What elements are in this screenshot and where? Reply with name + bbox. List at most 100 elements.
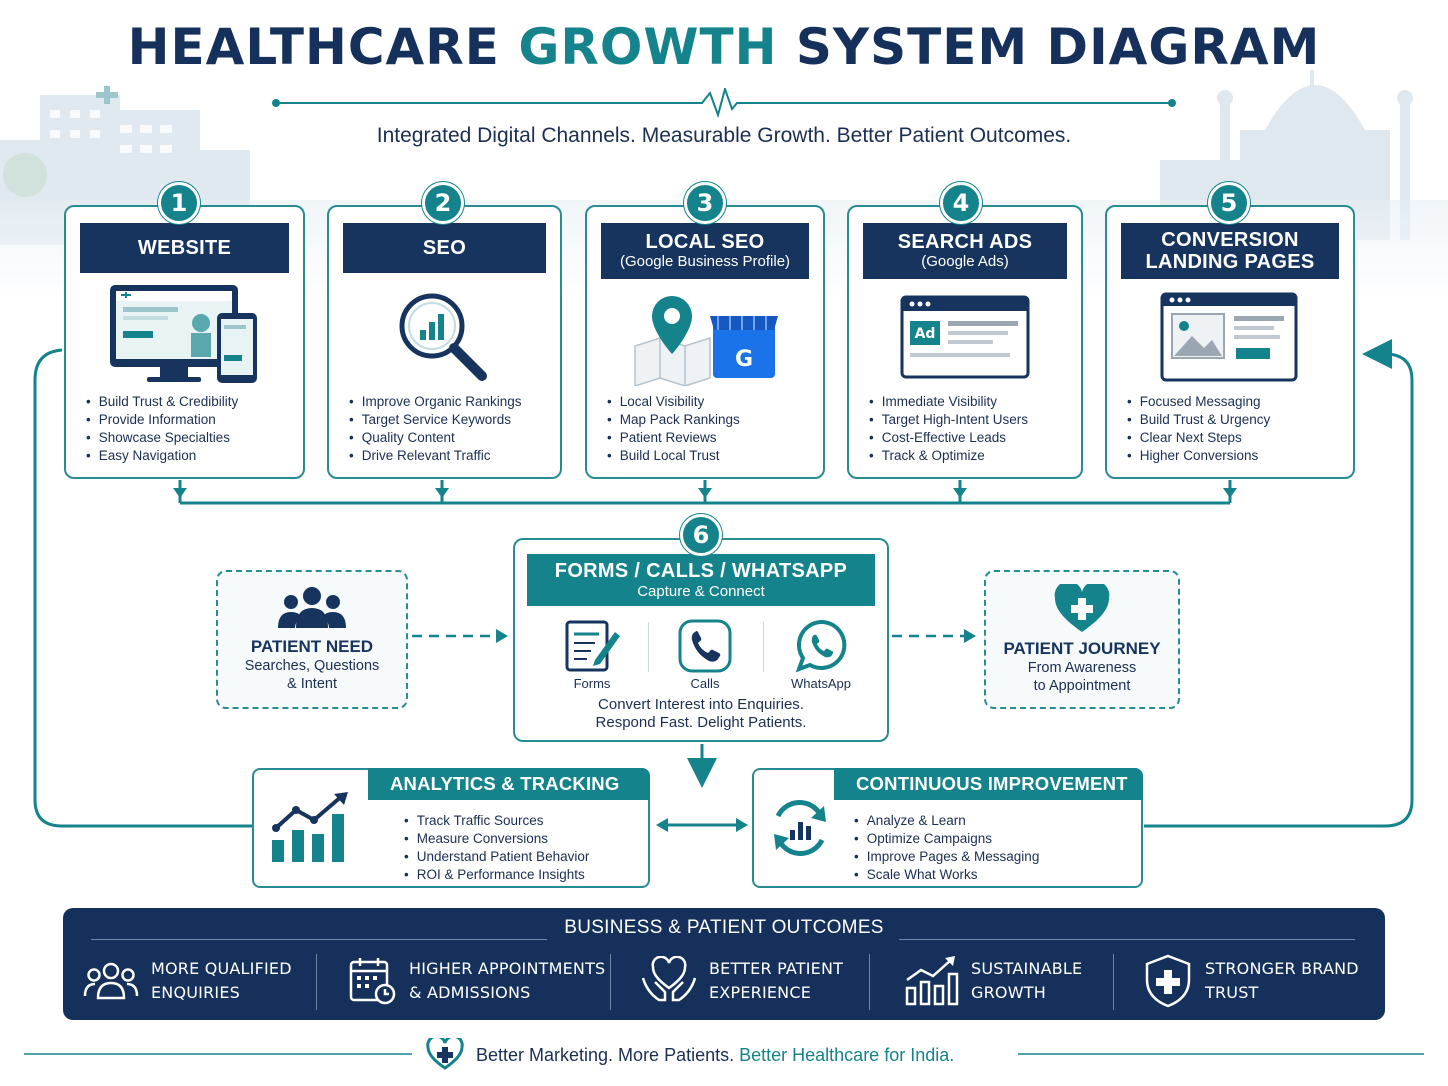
search-ad-icon: Ad [849, 283, 1081, 388]
refresh-cycle-icon [764, 792, 836, 869]
list-item: Improve Organic Rankings [349, 393, 522, 411]
divider [763, 622, 764, 672]
patient-journey-line2: to Appointment [1033, 678, 1131, 694]
hub-tagline-1: Convert Interest into Enquiries. [598, 696, 804, 713]
list-item: Improve Pages & Messaging [854, 848, 1040, 866]
capture-hub[interactable]: FORMS / CALLS / WHATSAPP Capture & Conne… [513, 538, 889, 742]
footer-text: Better Marketing. More Patients. Better … [476, 1045, 954, 1066]
list-item: Cost-Effective Leads [869, 429, 1028, 447]
hub-item-label: Forms [573, 676, 611, 691]
patient-need-line1: Searches, Questions [244, 658, 380, 674]
card-header: SEO [343, 223, 546, 273]
outcome-line1: STRONGER BRAND [1205, 959, 1359, 978]
step-number-3: 3 [684, 182, 726, 224]
list-item: Optimize Campaigns [854, 830, 1039, 848]
heart-hands-icon [641, 956, 697, 1002]
people-group-icon [218, 584, 406, 637]
improvement-panel[interactable]: CONTINUOUS IMPROVEMENT Analyze & Learn O… [752, 768, 1143, 888]
hub-header: FORMS / CALLS / WHATSAPP Capture & Conne… [527, 554, 875, 606]
hub-tagline-2: Respond Fast. Delight Patients. [595, 714, 807, 731]
outcome-line1: BETTER PATIENT [709, 959, 844, 978]
outcome-growth: SUSTAINABLE GROWTH [903, 952, 1082, 1010]
outcome-line2: ENQUIRIES [151, 983, 241, 1002]
list-item: Drive Relevant Traffic [349, 447, 522, 465]
step-number-4: 4 [940, 182, 982, 224]
card-bullets: Local Visibility Map Pack Rankings Patie… [607, 393, 740, 465]
divider [869, 954, 870, 1010]
outcome-line2: GROWTH [971, 983, 1046, 1002]
list-item: Higher Conversions [1127, 447, 1270, 465]
panel-title: CONTINUOUS IMPROVEMENT [834, 768, 1143, 800]
divider [91, 939, 547, 940]
svg-text:Ad: Ad [915, 326, 936, 342]
heartbeat-divider [272, 88, 1176, 118]
card-bullets: Focused Messaging Build Trust & Urgency … [1127, 393, 1271, 465]
hub-item-whatsapp[interactable]: WhatsApp [771, 618, 871, 691]
hub-item-calls[interactable]: Calls [655, 618, 755, 691]
hub-item-forms[interactable]: Forms [542, 618, 642, 691]
channel-card-landing-pages[interactable]: CONVERSION LANDING PAGES Focused Messagi… [1105, 205, 1355, 479]
form-icon [565, 620, 620, 672]
channel-card-local-seo[interactable]: LOCAL SEO (Google Business Profile) G Lo… [585, 205, 825, 479]
magnifier-chart-icon [329, 283, 560, 388]
list-item: Build Trust & Urgency [1127, 411, 1271, 429]
patient-need-line2: & Intent [287, 676, 337, 692]
footer: Better Marketing. More Patients. Better … [0, 1038, 1448, 1070]
list-item: Scale What Works [854, 866, 1039, 884]
outcome-experience: BETTER PATIENT EXPERIENCE [641, 952, 843, 1010]
hub-title: FORMS / CALLS / WHATSAPP [554, 560, 848, 582]
card-subtitle: (Google Business Profile) [619, 253, 791, 270]
page-title: HEALTHCARE GROWTH SYSTEM DIAGRAM [0, 18, 1448, 76]
list-item: Measure Conversions [404, 830, 589, 848]
channel-card-seo[interactable]: SEO Improve Organic Rankings Target Serv… [327, 205, 562, 479]
list-item: Easy Navigation [86, 447, 238, 465]
hub-subtitle: Capture & Connect [637, 583, 765, 600]
map-pin-store-icon: G [587, 283, 823, 388]
outcome-appointments: HIGHER APPOINTMENTS & ADMISSIONS [349, 952, 605, 1010]
patient-journey-line1: From Awareness [1027, 660, 1137, 676]
list-item: Immediate Visibility [869, 393, 1028, 411]
card-title-line2: LANDING PAGES [1145, 251, 1315, 273]
list-item: Local Visibility [607, 393, 740, 411]
outcomes-title: BUSINESS & PATIENT OUTCOMES [564, 917, 884, 938]
title-part2: SYSTEM DIAGRAM [795, 18, 1321, 76]
card-title: WEBSITE [137, 237, 232, 259]
outcome-line2: & ADMISSIONS [409, 983, 531, 1002]
landing-page-icon [1107, 283, 1353, 388]
list-item: Analyze & Learn [854, 812, 1039, 830]
heart-plus-icon [426, 1038, 464, 1070]
hub-item-label: Calls [690, 676, 720, 691]
card-header: WEBSITE [80, 223, 289, 273]
list-item: Map Pack Rankings [607, 411, 740, 429]
step-number-1: 1 [158, 182, 200, 224]
outcome-trust: STRONGER BRAND TRUST [1143, 952, 1359, 1010]
list-item: Build Trust & Credibility [86, 393, 239, 411]
patient-journey-title: PATIENT JOURNEY [1003, 639, 1161, 658]
channel-card-search-ads[interactable]: SEARCH ADS (Google Ads) Ad Immediate Vis… [847, 205, 1083, 479]
list-item: Patient Reviews [607, 429, 740, 447]
outcome-line2: EXPERIENCE [709, 983, 812, 1002]
divider [316, 954, 317, 1010]
list-item: Clear Next Steps [1127, 429, 1270, 447]
title-accent: GROWTH [518, 18, 778, 76]
card-title: SEARCH ADS [897, 231, 1033, 253]
list-item: Quality Content [349, 429, 522, 447]
card-title: LOCAL SEO [645, 231, 765, 253]
footer-text-main: Better Marketing. More Patients. [476, 1045, 735, 1065]
card-bullets: Immediate Visibility Target High-Intent … [869, 393, 1028, 465]
hub-item-label: WhatsApp [791, 676, 851, 691]
divider [1113, 954, 1114, 1010]
card-bullets: Improve Organic Rankings Target Service … [349, 393, 522, 465]
shield-plus-icon [1145, 954, 1191, 1008]
patient-need-title: PATIENT NEED [250, 637, 374, 656]
channel-card-website[interactable]: WEBSITE Build Trust & Credibility Provid… [64, 205, 305, 479]
subtitle: Integrated Digital Channels. Measurable … [376, 124, 1072, 147]
outcome-line1: HIGHER APPOINTMENTS [409, 959, 606, 978]
panel-bullets: Track Traffic Sources Measure Conversion… [404, 812, 590, 884]
analytics-panel[interactable]: ANALYTICS & TRACKING Track Traffic Sourc… [252, 768, 650, 888]
outcome-enquiries: MORE QUALIFIED ENQUIRIES [83, 952, 292, 1010]
divider [899, 939, 1355, 940]
list-item: Understand Patient Behavior [404, 848, 590, 866]
card-header: CONVERSION LANDING PAGES [1121, 223, 1339, 279]
list-item: Target Service Keywords [349, 411, 522, 429]
